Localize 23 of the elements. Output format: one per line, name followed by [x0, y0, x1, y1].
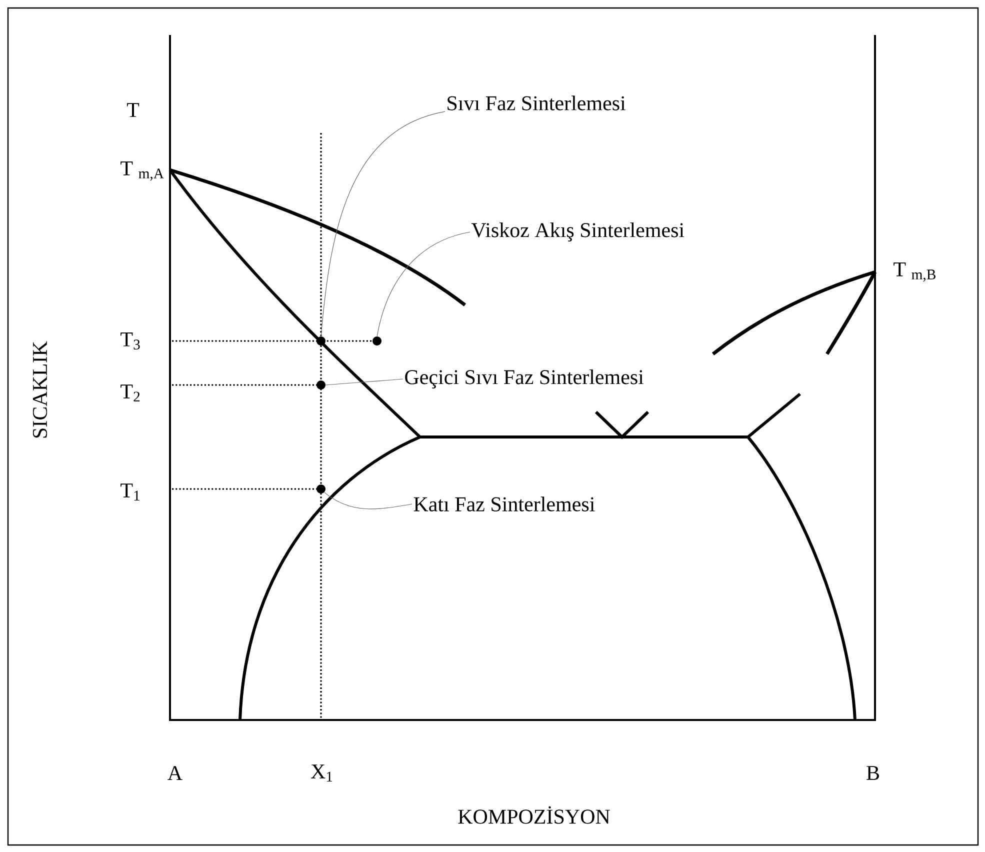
region-label: Sıvı Faz Sinterlemesi: [448, 96, 626, 110]
leader-line: [376, 232, 470, 337]
region-label: Viskoz Akış Sinterlemesi: [471, 222, 684, 242]
tick-label: T$_{1}$: [120, 484, 140, 500]
tick-label: T $_{m,B}$: [894, 262, 936, 282]
tick-label: T$_{3}$: [120, 332, 140, 350]
point-dot: [316, 484, 326, 494]
leader-line: [320, 111, 446, 337]
point-dot: [316, 336, 326, 346]
leader-line: [324, 492, 412, 510]
tick-label: A: [168, 766, 182, 780]
tick-label: T $_{m,A}$: [120, 161, 164, 181]
point-dot: [372, 336, 382, 346]
region-label: Katı Faz Sinterlemesi: [414, 496, 595, 512]
tick-label: B: [866, 766, 879, 780]
tick-label: T$_{2}$: [120, 384, 140, 402]
tick-label: X$_{1}$: [310, 764, 332, 782]
region-label: Geçici Sıvı Faz Sinterlemesi: [405, 369, 644, 389]
axis-title: SICAKLIK: [32, 341, 48, 438]
leader-line: [325, 378, 404, 386]
point-dot: [316, 380, 326, 390]
axis-label: T: [126, 103, 140, 117]
axis-title: KOMPOZİSYON: [458, 806, 610, 824]
